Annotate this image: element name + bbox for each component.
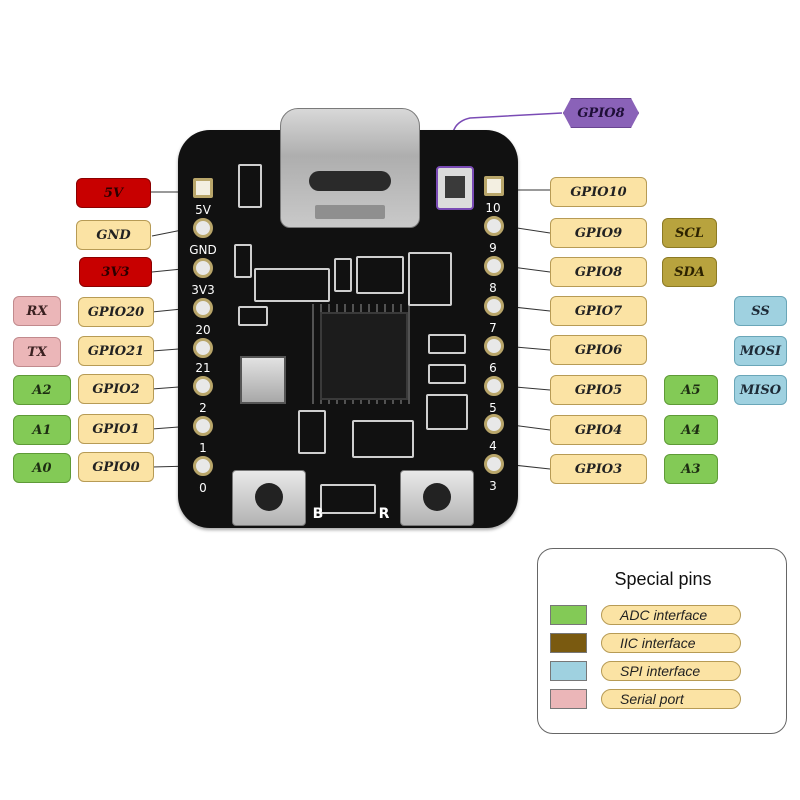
smd-component [352, 420, 414, 458]
pin-pad-20 [193, 298, 213, 318]
crystal-oscillator [240, 356, 286, 404]
silk-label-10: 10 [485, 201, 501, 215]
tag-a2: A2 [13, 375, 71, 405]
legend-box: Special pins ADC interface IIC interface… [537, 548, 787, 734]
smd-component [298, 410, 326, 454]
smd-component [234, 244, 252, 278]
tag-gpio5: GPIO5 [550, 375, 647, 405]
smd-component [408, 252, 452, 306]
usb-c-connector [280, 108, 420, 228]
silk-label-3v3: 3V3 [191, 283, 215, 297]
pin-pad-21 [193, 338, 213, 358]
pin-pad-3v3 [193, 258, 213, 278]
silk-label-5v: 5V [195, 203, 211, 217]
pin-pad-5 [484, 376, 504, 396]
silk-label-20: 20 [195, 323, 211, 337]
smd-component [428, 364, 466, 384]
smd-component [428, 334, 466, 354]
tag-a4: A4 [664, 415, 718, 445]
usb-c-port [309, 171, 391, 191]
pin-pad-1 [193, 416, 213, 436]
tag-3v3: 3V3 [79, 257, 152, 287]
tag-a3: A3 [664, 454, 718, 484]
pin-pad-9 [484, 216, 504, 236]
reset-button-cap [423, 483, 451, 511]
silk-label-8: 8 [489, 281, 497, 295]
mcu-chip [320, 312, 408, 400]
smd-component [320, 484, 376, 514]
pin-pad-0 [193, 456, 213, 476]
tag-sda: SDA [662, 257, 717, 287]
tag-rx: RX [13, 296, 61, 326]
legend-label-iic: IIC interface [601, 633, 741, 653]
silk-label-5: 5 [489, 401, 497, 415]
silk-label-0: 0 [199, 481, 207, 495]
boot-button[interactable] [232, 470, 306, 526]
tag-gpio6: GPIO6 [550, 335, 647, 365]
usb-c-shield-tab [315, 205, 385, 219]
pin-pad-7 [484, 296, 504, 316]
tag-a1: A1 [13, 415, 71, 445]
legend-swatch-iic [550, 633, 587, 653]
tag-mosi: MOSI [734, 336, 787, 366]
legend-swatch-serial [550, 689, 587, 709]
legend-swatch-spi [550, 661, 587, 681]
tag-gpio2: GPIO2 [78, 374, 154, 404]
pin-pad-8 [484, 256, 504, 276]
smd-component [254, 268, 330, 302]
silk-label-9: 9 [489, 241, 497, 255]
pin-pad-3 [484, 454, 504, 474]
pin-pad-2 [193, 376, 213, 396]
legend-label-serial: Serial port [601, 689, 741, 709]
tag-gpio8: GPIO8 [550, 257, 647, 287]
tag-gpio20: GPIO20 [78, 297, 154, 327]
legend-title: Special pins [614, 569, 712, 589]
pin-pad-gnd [193, 218, 213, 238]
smd-component [238, 306, 268, 326]
silk-label-1: 1 [199, 441, 207, 455]
boot-button-cap [255, 483, 283, 511]
tag-led-gpio8: GPIO8 [563, 98, 639, 128]
tag-a5: A5 [664, 375, 718, 405]
tag-gpio4: GPIO4 [550, 415, 647, 445]
smd-component [356, 256, 404, 294]
tag-gpio1: GPIO1 [78, 414, 154, 444]
legend-label-spi: SPI interface [601, 661, 741, 681]
silk-label-7: 7 [489, 321, 497, 335]
pin-pad-5v [193, 178, 213, 198]
tag-tx: TX [13, 337, 61, 367]
tag-gpio7: GPIO7 [550, 296, 647, 326]
tag-gpio0: GPIO0 [78, 452, 154, 482]
tag-gpio21: GPIO21 [78, 336, 154, 366]
tag-scl: SCL [662, 218, 717, 248]
rgb-led [436, 166, 474, 210]
silk-label-6: 6 [489, 361, 497, 375]
tag-gpio9: GPIO9 [550, 218, 647, 248]
rgb-led-core [445, 176, 465, 198]
tag-miso: MISO [734, 375, 787, 405]
tag-gpio3: GPIO3 [550, 454, 647, 484]
tag-5v: 5V [76, 178, 151, 208]
legend-swatch-adc [550, 605, 587, 625]
legend-label-adc: ADC interface [601, 605, 741, 625]
silk-label-21: 21 [195, 361, 211, 375]
silk-label-gnd: GND [189, 243, 217, 257]
smd-component [238, 164, 262, 208]
silk-label-2: 2 [199, 401, 207, 415]
tag-gpio10: GPIO10 [550, 177, 647, 207]
silk-label-3: 3 [489, 479, 497, 493]
smd-component [334, 258, 352, 292]
pin-pad-6 [484, 336, 504, 356]
tag-ss: SS [734, 296, 787, 326]
pin-pad-10 [484, 176, 504, 196]
tag-a0: A0 [13, 453, 71, 483]
tag-gnd: GND [76, 220, 151, 250]
silk-label-4: 4 [489, 439, 497, 453]
boot-silk-label: B [312, 506, 324, 522]
pin-pad-4 [484, 414, 504, 434]
reset-silk-label: R [378, 506, 390, 522]
smd-component [426, 394, 468, 430]
reset-button[interactable] [400, 470, 474, 526]
